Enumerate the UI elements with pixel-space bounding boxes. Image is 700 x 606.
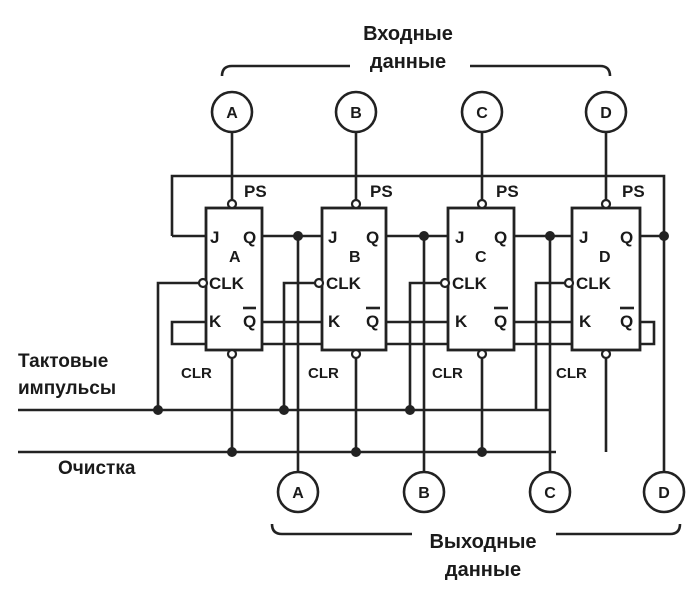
q-c-out-wire — [514, 234, 552, 478]
input-terminals: A B C D — [210, 90, 628, 134]
output-terminal-b — [402, 470, 446, 514]
flipflop-c: PS J C Q CLK K Q CLR — [408, 122, 552, 478]
clk-c-wire — [408, 281, 441, 410]
junction-dot — [545, 231, 555, 241]
input-header-line2: данные — [370, 51, 446, 73]
junction-dot — [351, 447, 361, 457]
flipflop-d-body — [570, 206, 642, 352]
clk-a-wire — [156, 281, 199, 410]
q-a-label: Q — [243, 228, 256, 247]
k-a-label: K — [209, 312, 222, 331]
clk-b-wire — [282, 281, 315, 410]
clr-a-bubble — [226, 348, 238, 360]
qbar-b-label: Q — [366, 312, 379, 331]
output-terminal-b-label: B — [418, 485, 430, 502]
feedback-top-wire — [170, 174, 666, 236]
clk-b-bubble — [313, 277, 325, 289]
junction-dot — [279, 405, 289, 415]
clk-d-bubble — [563, 277, 575, 289]
qbar-c-label: Q — [494, 312, 507, 331]
input-header-line1: Входные — [363, 23, 453, 45]
output-terminal-c-label: C — [544, 485, 556, 502]
q-d-out-wire — [640, 234, 666, 478]
ps-d-label: PS — [622, 182, 645, 201]
clr-b-label: CLR — [308, 365, 339, 382]
junction-dots — [153, 231, 669, 457]
clock-label-line1: Тактовые — [18, 351, 108, 372]
input-terminal-d-label: D — [600, 105, 612, 122]
clr-a-label: CLR — [181, 365, 212, 382]
junction-dot — [477, 447, 487, 457]
junction-dot — [227, 447, 237, 457]
output-header-line2: данные — [445, 559, 521, 581]
k-b-label: K — [328, 312, 341, 331]
clk-c-bubble — [439, 277, 451, 289]
clr-d-label: CLR — [556, 365, 587, 382]
input-terminal-b-label: B — [350, 105, 362, 122]
clear-label: Очистка — [58, 458, 136, 479]
flipflop-d: PS J D Q CLK K Q CLR — [534, 122, 666, 478]
flipflop-b-body — [320, 206, 388, 352]
junction-dot — [659, 231, 669, 241]
output-terminal-a-label: A — [292, 485, 304, 502]
output-brace — [270, 523, 682, 536]
output-header-line1: Выходные — [429, 531, 536, 553]
ps-c-bubble — [476, 198, 488, 210]
ps-b-bubble — [350, 198, 362, 210]
output-terminal-c — [528, 470, 572, 514]
input-terminal-c — [460, 90, 504, 134]
input-terminal-d — [584, 90, 628, 134]
j-b-label: J — [328, 228, 337, 247]
clk-d-label: CLK — [576, 274, 612, 293]
q-a-out-wire — [262, 234, 300, 478]
output-terminal-d — [642, 470, 686, 514]
ps-a-bubble — [226, 198, 238, 210]
clr-c-label: CLR — [432, 365, 463, 382]
clk-c-label: CLK — [452, 274, 488, 293]
q-b-label: Q — [366, 228, 379, 247]
clk-b-label: CLK — [326, 274, 362, 293]
flipflop-d-name: D — [599, 249, 611, 266]
k-c-label: K — [455, 312, 468, 331]
flipflop-a-name: A — [229, 249, 241, 266]
qbar-d-label: Q — [620, 312, 633, 331]
j-d-label: J — [579, 228, 588, 247]
k-d-label: K — [579, 312, 592, 331]
clr-d-bubble — [600, 348, 612, 360]
output-terminal-a — [276, 470, 320, 514]
q-b-out-wire — [386, 234, 426, 478]
junction-dot — [419, 231, 429, 241]
input-terminal-b — [334, 90, 378, 134]
clock-label-line2: импульсы — [18, 378, 116, 399]
input-terminal-a — [210, 90, 254, 134]
output-terminals: A B C D — [276, 470, 686, 514]
q-c-label: Q — [494, 228, 507, 247]
ps-a-label: PS — [244, 182, 267, 201]
clk-a-bubble — [197, 277, 209, 289]
junction-dot — [293, 231, 303, 241]
j-a-label: J — [210, 228, 219, 247]
q-d-label: Q — [620, 228, 633, 247]
ps-b-label: PS — [370, 182, 393, 201]
flipflop-c-name: C — [475, 249, 487, 266]
qbar-a-label: Q — [243, 312, 256, 331]
flipflop-b-name: B — [349, 249, 361, 266]
clk-d-wire — [534, 281, 565, 410]
j-c-label: J — [455, 228, 464, 247]
input-terminal-a-label: A — [226, 105, 238, 122]
input-terminal-c-label: C — [476, 105, 488, 122]
feedback-bottom-wire — [170, 320, 656, 346]
junction-dot — [153, 405, 163, 415]
output-terminal-d-label: D — [658, 485, 670, 502]
clr-c-bubble — [476, 348, 488, 360]
clk-a-label: CLK — [209, 274, 245, 293]
ps-d-bubble — [600, 198, 612, 210]
input-brace — [220, 64, 612, 77]
ps-c-label: PS — [496, 182, 519, 201]
clr-b-bubble — [350, 348, 362, 360]
flipflop-b: PS J B Q CLK K Q CLR — [282, 122, 426, 478]
junction-dot — [405, 405, 415, 415]
